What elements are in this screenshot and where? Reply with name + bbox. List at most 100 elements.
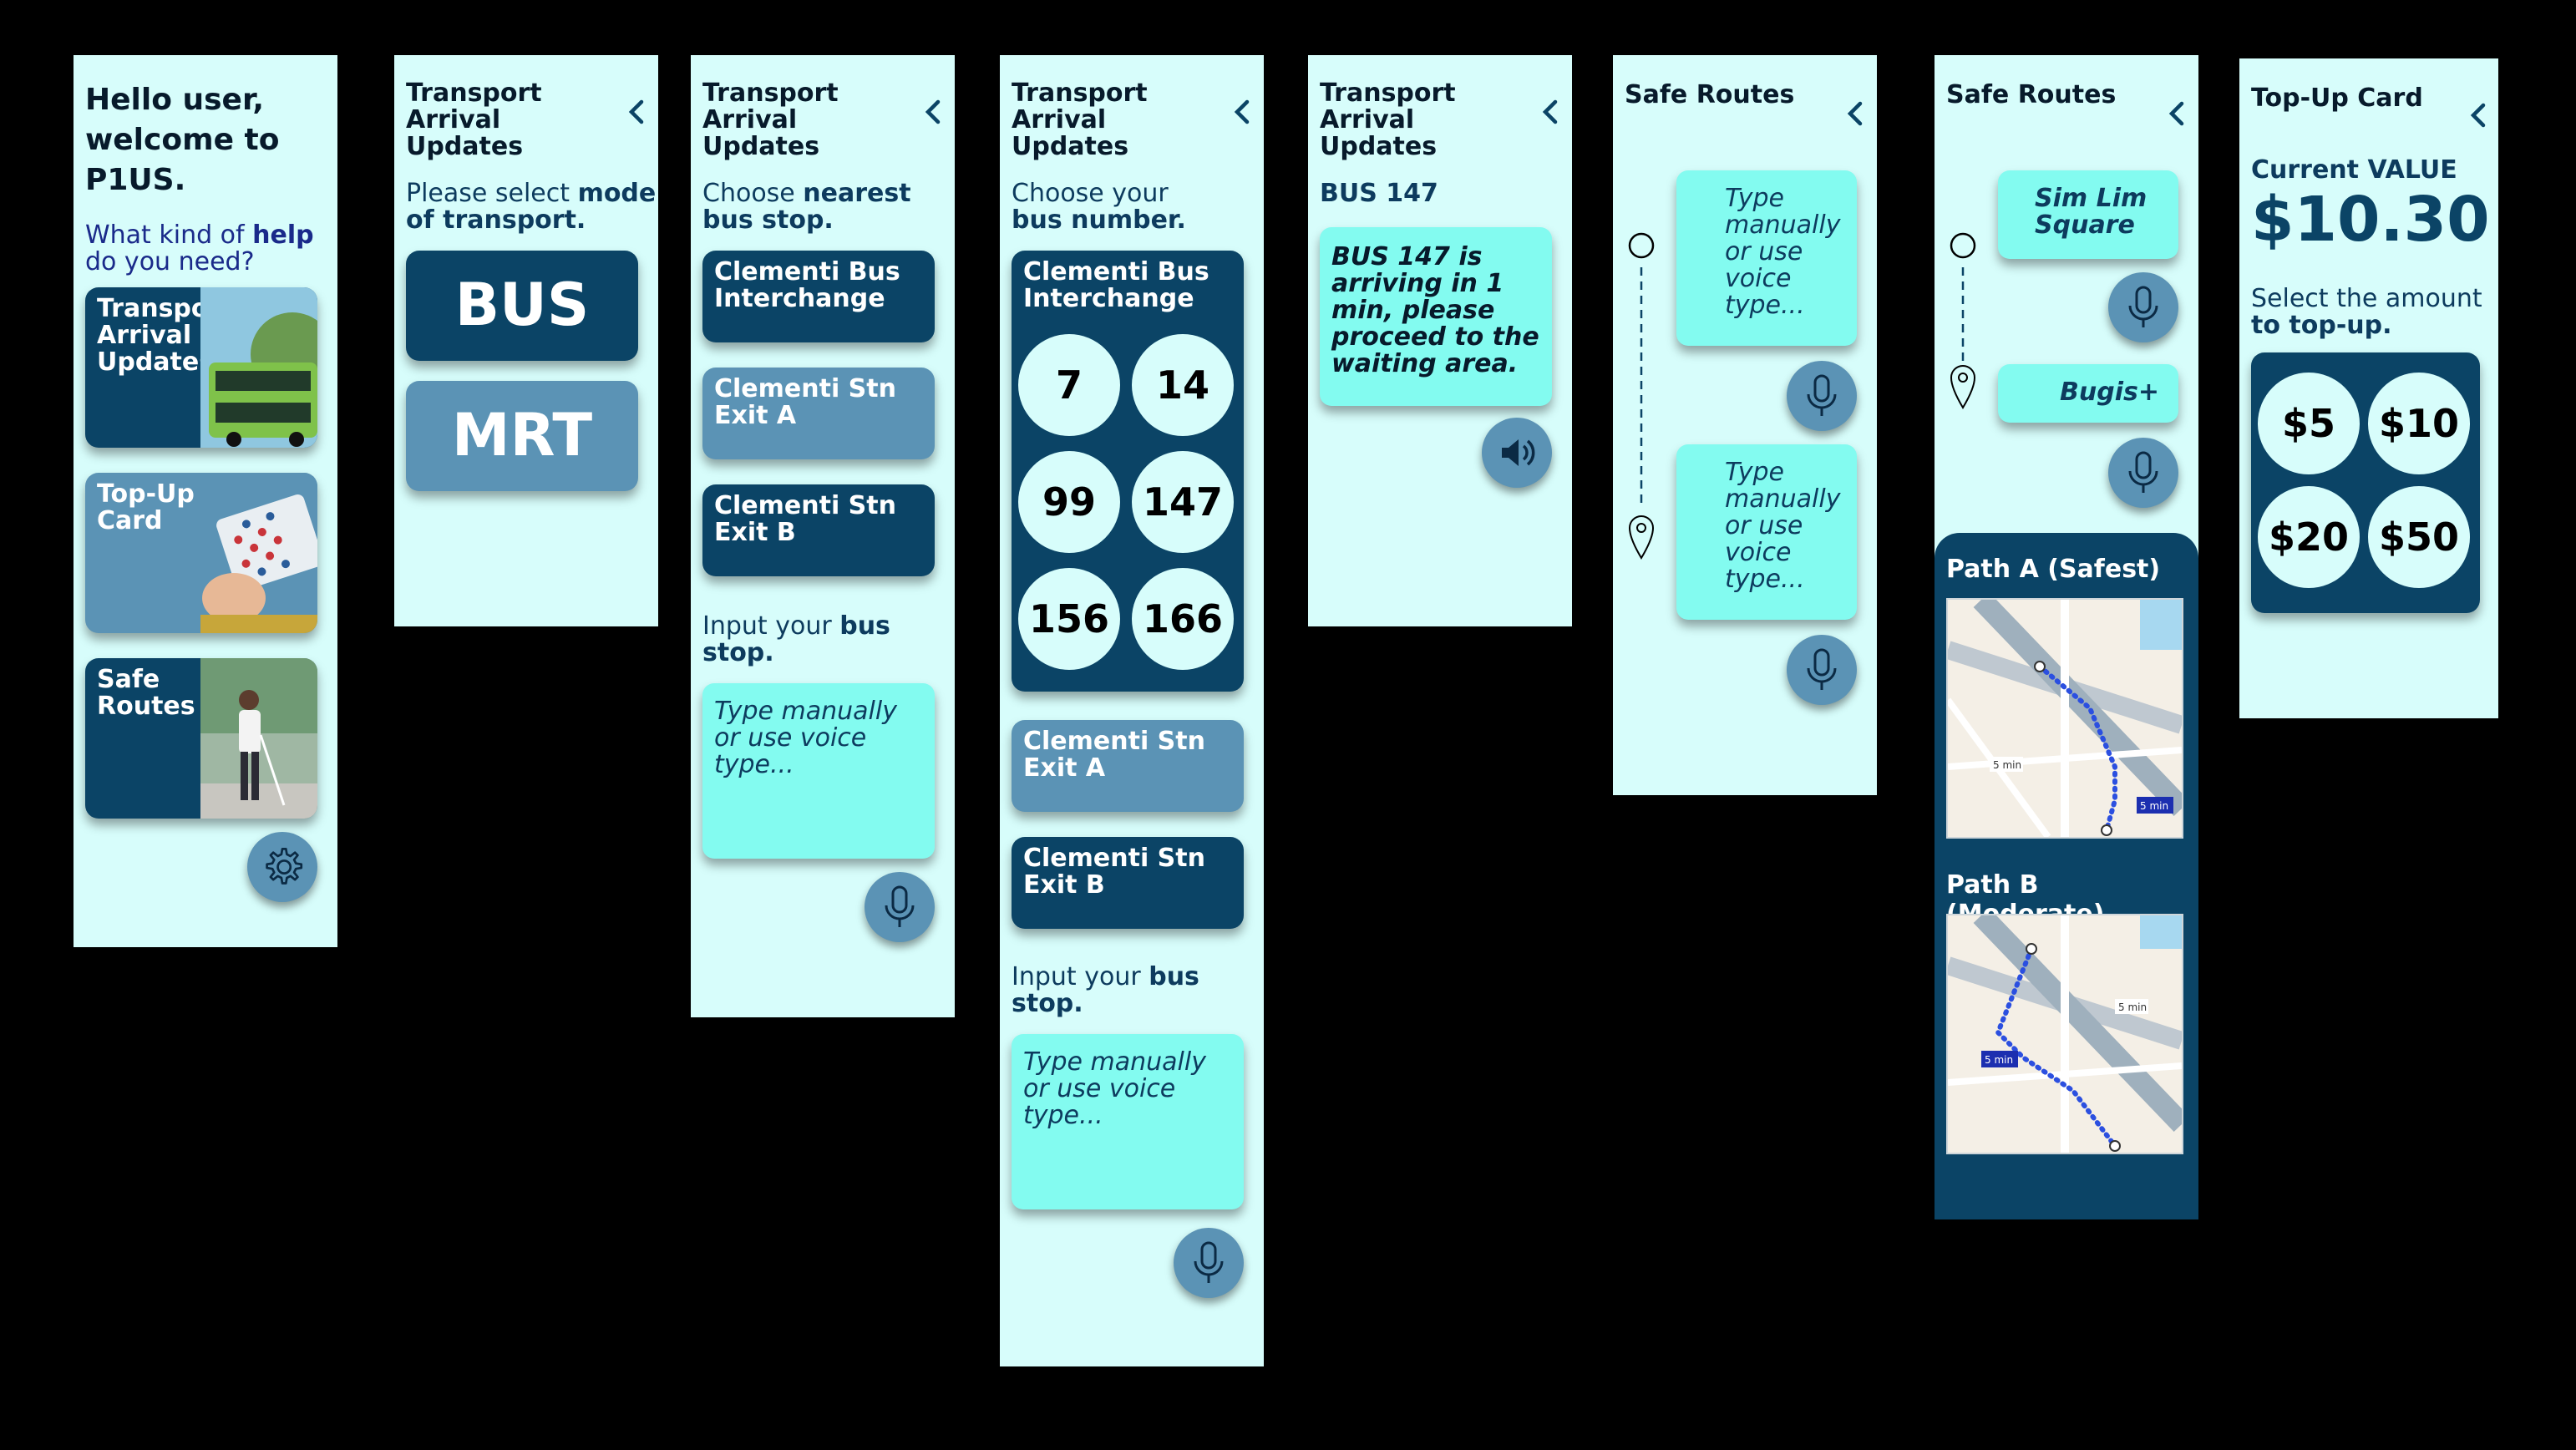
input-placeholder: Type manually or use voice type... bbox=[714, 697, 897, 779]
destination-voice-button[interactable] bbox=[1787, 635, 1857, 705]
menu-top-up-card[interactable]: Top-Up Card bbox=[85, 473, 317, 633]
back-button[interactable] bbox=[1838, 97, 1872, 130]
bus-number-prompt: Choose your bus number. bbox=[1012, 179, 1186, 235]
bus-number-button[interactable]: 147 bbox=[1132, 451, 1234, 553]
duration-label: 5 min bbox=[2140, 800, 2168, 812]
top-up-screen: Top-Up Card Current VALUE $10.30 Select … bbox=[2239, 58, 2498, 718]
back-button[interactable] bbox=[620, 95, 653, 129]
gear-icon bbox=[266, 847, 303, 885]
card-value: $10.30 bbox=[2251, 184, 2490, 256]
amount-button[interactable]: $5 bbox=[2258, 373, 2360, 474]
bus-number-button[interactable]: 166 bbox=[1132, 568, 1234, 670]
greeting-title: Hello user, welcome to P1US. bbox=[85, 83, 280, 197]
microphone-icon bbox=[2128, 451, 2158, 493]
paths-panel: Path A (Safest) 5 min 5 min Path B (Mode… bbox=[1935, 533, 2198, 1219]
input-placeholder: Type manually or use voice type... bbox=[1725, 458, 1841, 594]
stop-label: Clementi Bus Interchange bbox=[714, 257, 900, 313]
chevron-left-icon bbox=[1234, 99, 1250, 124]
destination-voice-button[interactable] bbox=[2108, 438, 2178, 508]
page-title: Transport Arrival Updates bbox=[702, 79, 839, 161]
microphone-icon bbox=[1807, 374, 1837, 416]
value-label: Current VALUE bbox=[2251, 155, 2457, 185]
destination-input[interactable]: Type manually or use voice type... bbox=[1676, 444, 1857, 620]
bus-stop-input[interactable]: Type manually or use voice type... bbox=[702, 683, 935, 859]
input-prompt: Input your bus stop. bbox=[702, 611, 890, 667]
route-line-icon bbox=[1950, 232, 1976, 409]
destination-value: Bugis+ bbox=[2060, 378, 2159, 407]
settings-button[interactable] bbox=[247, 832, 317, 902]
voice-input-button[interactable] bbox=[1174, 1228, 1244, 1298]
input-placeholder: Type manually or use voice type... bbox=[1023, 1047, 1206, 1130]
bus-number-button[interactable]: 14 bbox=[1132, 334, 1234, 436]
back-button[interactable] bbox=[2462, 99, 2495, 132]
mode-prompt: Please select mode of transport. bbox=[406, 179, 657, 235]
help-question: What kind of help do you need? bbox=[85, 221, 314, 276]
bus-stop-input[interactable]: Type manually or use voice type... bbox=[1012, 1034, 1244, 1209]
chevron-left-icon bbox=[1542, 99, 1558, 124]
stop-label: Clementi Stn Exit A bbox=[1023, 727, 1205, 783]
back-button[interactable] bbox=[1534, 95, 1567, 129]
stop-option-interchange[interactable]: Clementi Bus Interchange bbox=[702, 251, 935, 342]
chevron-left-icon bbox=[2470, 103, 2486, 128]
origin-voice-button[interactable] bbox=[2108, 272, 2178, 342]
origin-input[interactable]: Sim Lim Square bbox=[1998, 170, 2178, 259]
amount-button[interactable]: $20 bbox=[2258, 486, 2360, 588]
arrival-screen: Transport Arrival Updates BUS 147 BUS 14… bbox=[1308, 55, 1572, 626]
microphone-icon bbox=[885, 885, 915, 927]
menu-transport-arrival[interactable]: Transport Arrival Updates bbox=[85, 287, 317, 448]
stop-option-exit-a[interactable]: Clementi Stn Exit A bbox=[702, 368, 935, 459]
bus-option-button[interactable]: BUS bbox=[406, 251, 638, 361]
bus-number-button[interactable]: 7 bbox=[1018, 334, 1120, 436]
option-label: MRT bbox=[451, 401, 593, 469]
path-a-title: Path A (Safest) bbox=[1946, 555, 2161, 584]
bus-number-screen: Transport Arrival Updates Choose your bu… bbox=[1000, 55, 1264, 1366]
microphone-icon bbox=[1194, 1241, 1224, 1283]
duration-label: 5 min bbox=[1993, 759, 2021, 771]
input-prompt: Input your bus stop. bbox=[1012, 962, 1199, 1018]
stop-option-exit-b[interactable]: Clementi Stn Exit B bbox=[1012, 837, 1244, 929]
destination-input[interactable]: Bugis+ bbox=[1998, 364, 2178, 423]
interchange-label: Clementi Bus Interchange bbox=[1023, 257, 1209, 313]
origin-input[interactable]: Type manually or use voice type... bbox=[1676, 170, 1857, 346]
walker-photo-image bbox=[200, 658, 317, 819]
amount-panel: $5 $10 $20 $50 bbox=[2251, 352, 2480, 613]
amount-button[interactable]: $10 bbox=[2368, 373, 2470, 474]
stop-label: Clementi Stn Exit B bbox=[1023, 844, 1205, 900]
selected-bus: BUS 147 bbox=[1320, 179, 1438, 208]
chevron-left-icon bbox=[1847, 101, 1863, 126]
microphone-icon bbox=[2128, 286, 2158, 327]
mode-screen: Transport Arrival Updates Please select … bbox=[394, 55, 658, 626]
back-button[interactable] bbox=[2160, 97, 2193, 130]
origin-value: Sim Lim Square bbox=[2035, 184, 2148, 240]
map-image: 5 min 5 min bbox=[1948, 915, 2182, 1153]
amount-prompt: Select the amount to top-up. bbox=[2251, 284, 2482, 340]
bus-photo-image bbox=[200, 287, 317, 448]
choose-stop-screen: Transport Arrival Updates Choose nearest… bbox=[691, 55, 955, 1017]
page-title: Safe Routes bbox=[1625, 80, 1795, 109]
mrt-option-button[interactable]: MRT bbox=[406, 381, 638, 491]
safe-routes-result-screen: Safe Routes Sim Lim Square Bugis+ Path A… bbox=[1935, 55, 2198, 1219]
speaker-button[interactable] bbox=[1482, 418, 1552, 488]
page-title: Safe Routes bbox=[1946, 80, 2117, 109]
card-photo-image bbox=[200, 473, 317, 633]
bus-number-button[interactable]: 156 bbox=[1018, 568, 1120, 670]
origin-voice-button[interactable] bbox=[1787, 361, 1857, 431]
chevron-left-icon bbox=[925, 99, 941, 124]
stop-label: Clementi Stn Exit B bbox=[714, 491, 896, 547]
page-title: Top-Up Card bbox=[2251, 84, 2423, 113]
chevron-left-icon bbox=[2168, 101, 2184, 126]
map-image: 5 min 5 min bbox=[1948, 600, 2182, 837]
safe-routes-empty-screen: Safe Routes Type manually or use voice t… bbox=[1613, 55, 1877, 795]
back-button[interactable] bbox=[916, 95, 950, 129]
bus-number-button[interactable]: 99 bbox=[1018, 451, 1120, 553]
back-button[interactable] bbox=[1225, 95, 1259, 129]
path-a-map[interactable]: 5 min 5 min bbox=[1946, 598, 2183, 839]
stop-option-exit-a[interactable]: Clementi Stn Exit A bbox=[1012, 720, 1244, 812]
voice-input-button[interactable] bbox=[865, 872, 935, 942]
path-b-map[interactable]: 5 min 5 min bbox=[1946, 914, 2183, 1154]
amount-button[interactable]: $50 bbox=[2368, 486, 2470, 588]
option-label: BUS bbox=[454, 271, 590, 339]
menu-safe-routes[interactable]: Safe Routes bbox=[85, 658, 317, 819]
stop-option-exit-b[interactable]: Clementi Stn Exit B bbox=[702, 484, 935, 576]
arrival-message-box: BUS 147 is arriving in 1 min, please pro… bbox=[1320, 227, 1552, 406]
